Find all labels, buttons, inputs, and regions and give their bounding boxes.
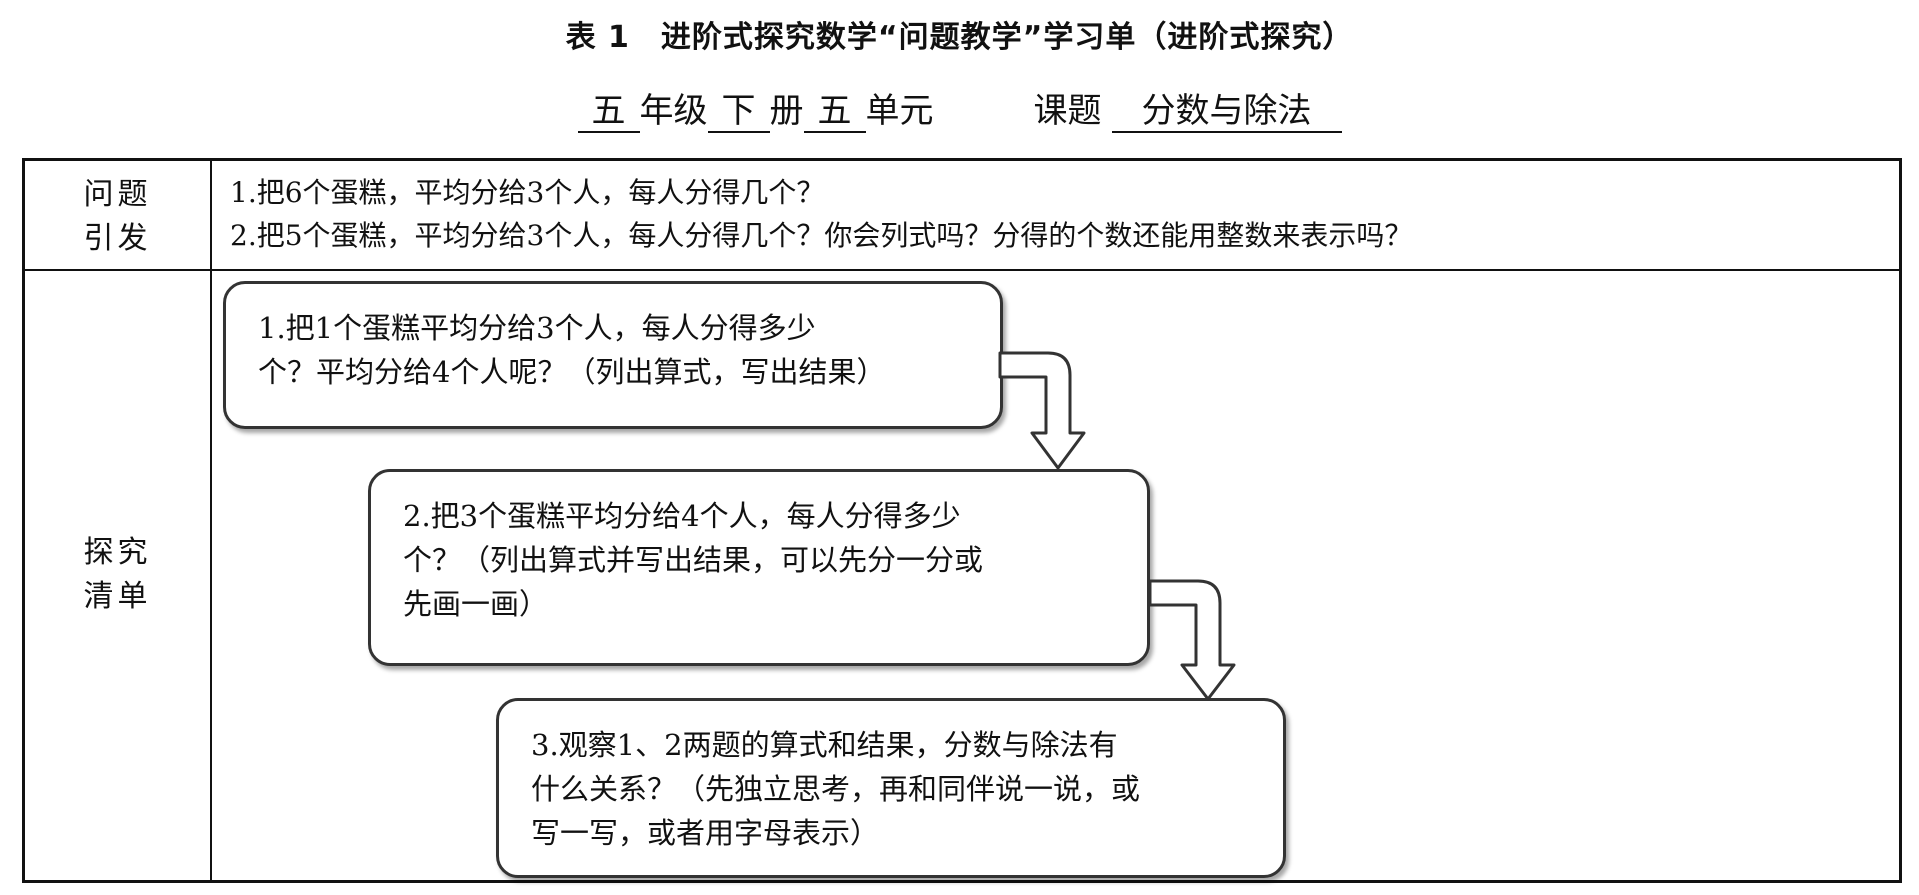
row-divider [25,269,1899,271]
step-box-1: 1.把1个蛋糕平均分给3个人，每人分得多少 个？平均分给4个人呢？（列出算式，写… [223,281,1003,429]
step-1-line2: 个？平均分给4个人呢？（列出算式，写出结果） [258,355,886,389]
step-3-line2: 什么关系？（先独立思考，再和同伴说一说，或 [531,772,1141,806]
step-3-line3: 写一写，或者用字母表示） [531,816,880,850]
column-divider [210,161,212,880]
step-box-3: 3.观察1、2两题的算式和结果，分数与除法有 什么关系？（先独立思考，再和同伴说… [496,698,1286,878]
worksheet-table: 问题 引发 1.把6个蛋糕，平均分给3个人，每人分得几个？ 2.把5个蛋糕，平均… [22,158,1902,883]
unit-value: 五 [803,91,866,133]
topic-label: 课题 [1033,91,1102,131]
flow-arrow-down-right-icon [1148,579,1236,701]
step-3-line1: 3.观察1、2两题的算式和结果，分数与除法有 [531,728,1118,762]
volume-value: 下 [707,91,770,133]
intro-label-line1: 问题 [83,177,152,212]
explore-label-line2: 清单 [83,579,152,614]
step-box-2: 2.把3个蛋糕平均分给4个人，每人分得多少 个？（列出算式并写出结果，可以先分一… [368,469,1150,666]
table-caption: 表 1 进阶式探究数学“问题教学”学习单（进阶式探究） [565,20,1354,55]
grade-unit: 年级 [639,91,708,131]
topic-value: 分数与除法 [1111,91,1342,133]
intro-label-line2: 引发 [83,221,152,256]
unit-unit: 单元 [865,91,934,131]
step-2-line3: 先画一画） [403,587,549,621]
step-2-line1: 2.把3个蛋糕平均分给4个人，每人分得多少 [403,499,961,533]
flow-arrow-down-right-icon [998,351,1086,470]
step-2-line2: 个？（列出算式并写出结果，可以先分一分或 [403,543,984,577]
lesson-info-line: 五年级下册五单元课题分数与除法 [0,88,1919,134]
volume-unit: 册 [769,91,804,131]
explore-label-line1: 探究 [83,535,152,570]
grade-value: 五 [577,91,640,133]
explore-row-label: 探究 清单 [25,531,210,619]
step-1-line1: 1.把1个蛋糕平均分给3个人，每人分得多少 [258,311,816,345]
intro-row-label: 问题 引发 [25,173,210,261]
intro-question-1: 1.把6个蛋糕，平均分给3个人，每人分得几个？ [230,176,825,209]
intro-question-2: 2.把5个蛋糕，平均分给3个人，每人分得几个？你会列式吗？分得的个数还能用整数来… [230,219,1413,252]
